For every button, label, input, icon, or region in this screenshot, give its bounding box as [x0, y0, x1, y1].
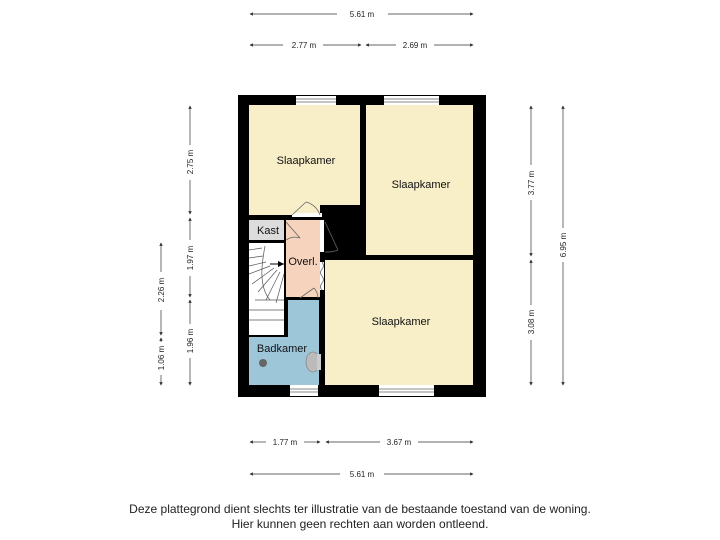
dimension-label: 6.95 m	[559, 232, 568, 257]
room-label: Kast	[257, 225, 279, 237]
floor-plan: Slaapkamer Slaapkamer Slaapkamer Kast Ov…	[157, 10, 568, 479]
dimension-label: 2.75 m	[186, 149, 195, 174]
interior-wall	[320, 217, 325, 387]
disclaimer-line: Hier kunnen geen rechten aan worden ontl…	[231, 517, 489, 531]
interior-wall	[360, 105, 366, 215]
dimension-line	[529, 105, 565, 386]
dimension-label: 5.61 m	[350, 10, 375, 19]
bath-passage	[288, 300, 319, 340]
interior-wall	[320, 205, 366, 217]
door	[285, 221, 301, 241]
staircase	[248, 245, 285, 321]
room-label: Slaapkamer	[372, 316, 431, 328]
dimension-label: 1.96 m	[186, 328, 195, 353]
interior-wall	[249, 240, 286, 243]
dimension-label: 3.08 m	[527, 309, 536, 334]
interior-wall	[249, 335, 287, 337]
room-overloop	[286, 220, 320, 299]
window	[296, 96, 336, 105]
window	[290, 385, 318, 396]
door	[320, 261, 324, 291]
disclaimer: Deze plattegrond dient slechts ter illus…	[0, 502, 720, 532]
stair-area	[249, 243, 284, 335]
room-kast	[249, 220, 284, 240]
dimension-label: 5.61 m	[350, 470, 375, 479]
floor-drain-icon	[259, 359, 267, 367]
dimension-label: 1.97 m	[186, 245, 195, 270]
dimension-label: 1.06 m	[157, 345, 166, 370]
room-label: Slaapkamer	[392, 179, 451, 191]
room-label: Overl.	[288, 256, 317, 268]
dimension-label: 1.77 m	[273, 438, 298, 447]
dimension-label: 2.69 m	[403, 41, 428, 50]
dimension-label: 3.67 m	[387, 438, 412, 447]
interior-wall	[249, 215, 289, 220]
disclaimer-line: Deze plattegrond dient slechts ter illus…	[129, 502, 591, 516]
dimension-label: 2.77 m	[292, 41, 317, 50]
door	[291, 201, 322, 217]
dimension-label: 3.77 m	[527, 170, 536, 195]
dimension-label: 2.26 m	[157, 277, 166, 302]
room-label: Slaapkamer	[277, 155, 336, 167]
room-slaapkamer-ne	[366, 105, 473, 255]
room-slaapkamer-nw	[249, 105, 360, 215]
arrow-right-icon	[270, 261, 284, 267]
interior-wall	[286, 297, 320, 300]
door	[320, 220, 339, 253]
room-label: Badkamer	[257, 343, 307, 355]
toilet-icon	[305, 351, 321, 373]
room-slaapkamer-se	[325, 260, 473, 385]
interior-wall	[284, 220, 286, 300]
window	[384, 96, 439, 105]
window	[379, 385, 434, 396]
interior-wall	[320, 256, 475, 260]
door	[299, 287, 319, 299]
